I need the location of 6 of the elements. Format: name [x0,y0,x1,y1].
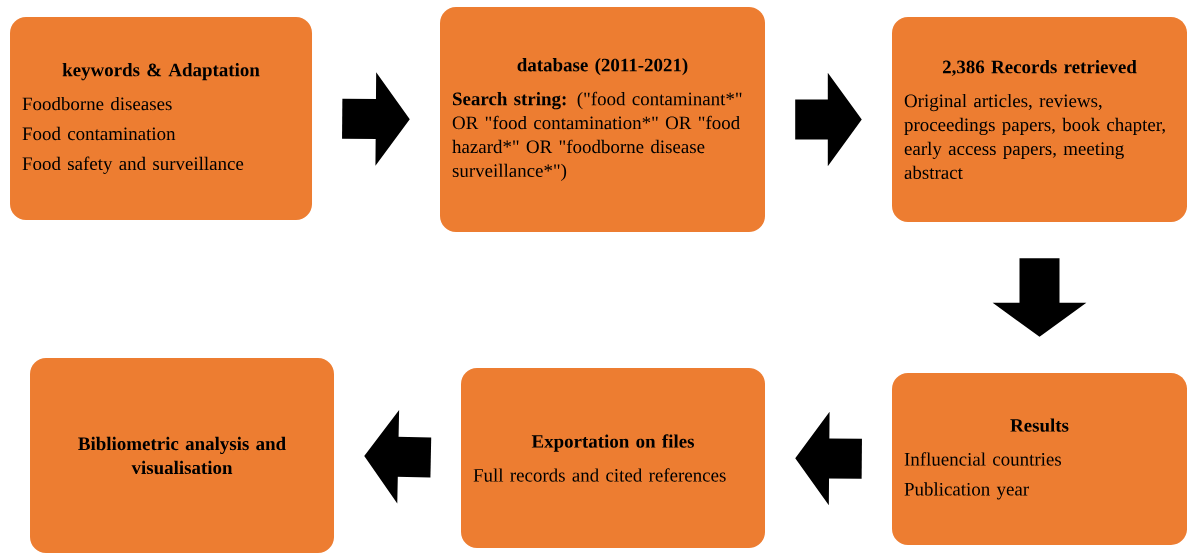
process-box: keywords & Adaptation Foodborne diseases Food contamination Food safety and surveillance [10,17,312,220]
process-box: database (2011-2021) Search string: ("food contaminant*" OR "food contamination*" OR "food hazard*" OR "foodborne disease surveillance*") [440,7,765,232]
process-box: Exportation on files Full records and cited references [461,368,765,548]
process-box: 2,386 Records retrieved Original articles, reviews, proceedings papers, book chapter, early access papers, meeting abstract [892,17,1187,222]
process-box: Bibliometric analysis and visualisation [30,358,334,553]
process-box: Results Influencial countries Publication year [892,373,1187,545]
